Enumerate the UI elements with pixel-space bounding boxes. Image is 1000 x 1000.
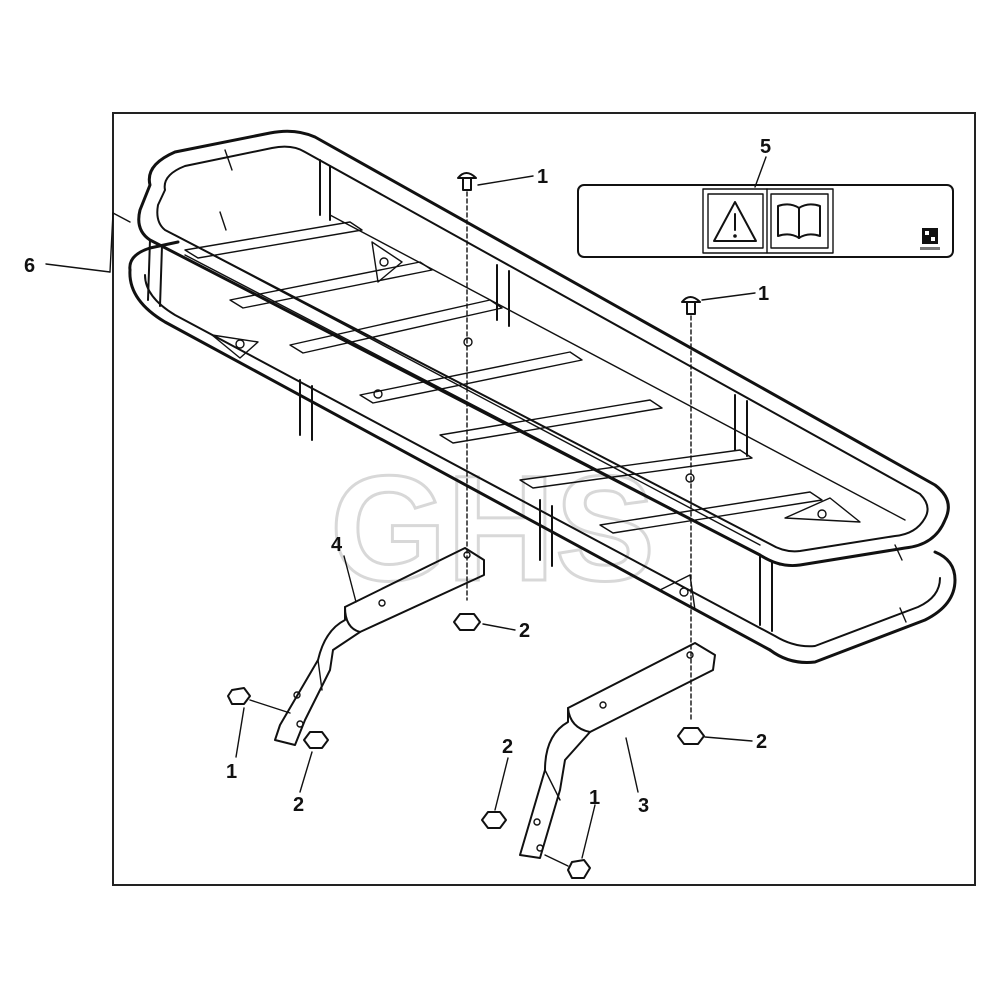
bolt-right-bracket xyxy=(544,854,591,879)
nut-right xyxy=(677,727,705,745)
nut-center xyxy=(453,613,481,631)
diagram-frame xyxy=(112,112,976,886)
bracket-right xyxy=(519,642,716,859)
callout-1-left-bracket: 1 xyxy=(226,761,237,783)
callout-4: 4 xyxy=(331,534,343,556)
callout-3: 3 xyxy=(638,795,649,817)
callout-2-right-bracket: 2 xyxy=(502,736,513,758)
callout-2-right: 2 xyxy=(756,731,767,753)
callout-2-center: 2 xyxy=(519,620,530,642)
nut-right-bracket xyxy=(481,811,507,829)
nut-left-bracket xyxy=(303,731,329,749)
callout-2-left-bracket: 2 xyxy=(293,794,304,816)
manual-book-icon xyxy=(770,193,829,249)
callout-1-top-right: 1 xyxy=(758,283,769,305)
bolt-top-left xyxy=(457,172,477,601)
bolt-left-bracket xyxy=(227,687,291,714)
callout-1-right-bracket: 1 xyxy=(589,787,600,809)
callout-5: 5 xyxy=(760,136,771,158)
callout-6: 6 xyxy=(24,255,35,277)
callout-1-top-left: 1 xyxy=(537,166,548,188)
warning-decal xyxy=(577,184,954,258)
bolt-top-right xyxy=(681,296,701,721)
bracket-left xyxy=(274,547,485,746)
watermark-text: GHS xyxy=(330,444,655,612)
callout-leaders xyxy=(45,156,767,859)
warning-triangle-icon xyxy=(707,193,764,249)
qr-code-icon xyxy=(920,228,940,250)
